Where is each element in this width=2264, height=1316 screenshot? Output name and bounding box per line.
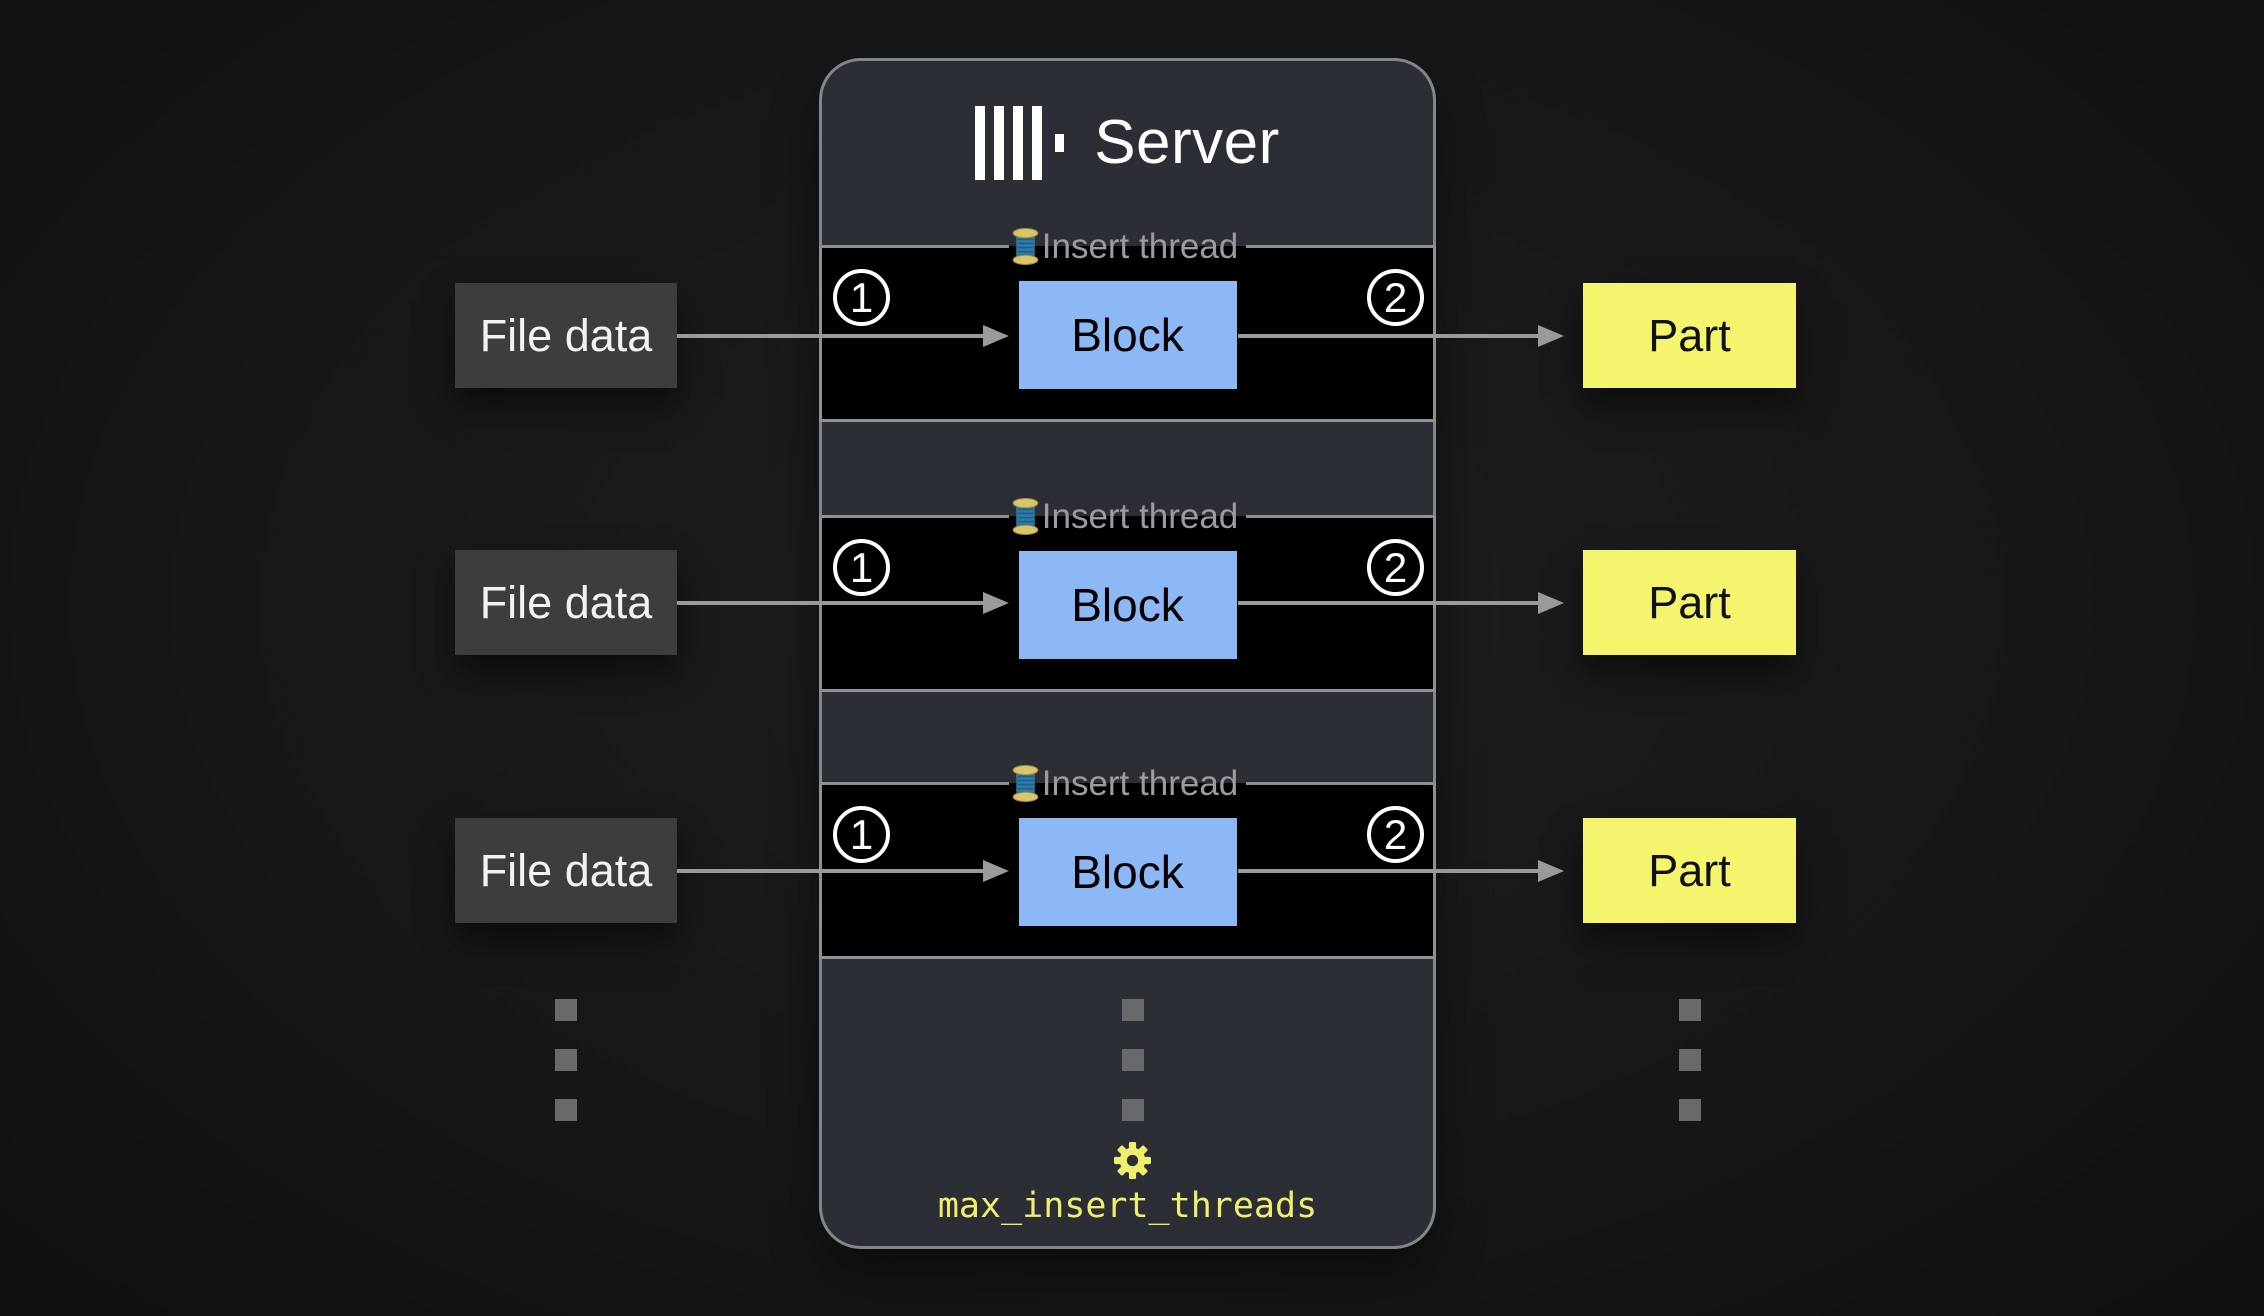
block-box: Block — [1018, 818, 1237, 926]
part-box: Part — [1583, 550, 1796, 655]
step-number: 2 — [1383, 810, 1408, 858]
step-2-badge: 2 — [1367, 806, 1424, 863]
step-number: 2 — [1383, 273, 1408, 321]
ellipsis-dot — [1679, 999, 1701, 1021]
step-number: 1 — [849, 273, 874, 321]
legend-border-line — [1246, 781, 1433, 785]
arrow-file-to-block — [677, 860, 1009, 882]
ellipsis-output-column — [1679, 999, 1701, 1121]
thread-spool-icon — [1012, 497, 1039, 535]
ellipsis-dot — [555, 999, 577, 1021]
arrow-file-to-block — [677, 325, 1009, 347]
arrow-block-to-part — [1238, 860, 1564, 882]
legend-border-line — [822, 514, 1009, 518]
insert-thread-legend: Insert thread — [822, 494, 1433, 538]
insert-thread-legend: Insert thread — [822, 761, 1433, 805]
arrow-block-to-part — [1238, 325, 1564, 347]
block-box: Block — [1018, 281, 1237, 389]
step-2-badge: 2 — [1367, 269, 1424, 326]
arrowhead-icon — [983, 325, 1009, 347]
max-insert-threads-setting: max_insert_threads — [937, 1186, 1318, 1226]
legend-border-line — [1246, 244, 1433, 248]
ellipsis-dot — [1122, 999, 1144, 1021]
legend-border-line — [1246, 514, 1433, 518]
ellipsis-thread-column — [1122, 999, 1144, 1121]
arrowhead-icon — [983, 860, 1009, 882]
insert-thread-panel-1: Insert thread 1 Block 2 — [819, 227, 1436, 422]
ellipsis-dot — [555, 1049, 577, 1071]
step-1-badge: 1 — [833, 539, 890, 596]
arrowhead-icon — [1538, 860, 1564, 882]
arrow-block-to-part — [1238, 592, 1564, 614]
arrowhead-icon — [983, 592, 1009, 614]
insert-thread-legend: Insert thread — [822, 224, 1433, 268]
insert-thread-label: Insert thread — [1041, 226, 1239, 266]
step-1-badge: 1 — [833, 269, 890, 326]
clickhouse-logo-icon — [975, 106, 1065, 180]
arrowhead-icon — [1538, 325, 1564, 347]
block-box: Block — [1018, 551, 1237, 659]
ellipsis-input-column — [555, 999, 577, 1121]
step-number: 1 — [849, 543, 874, 591]
insert-thread-label: Insert thread — [1041, 496, 1239, 536]
gear-icon — [1114, 1142, 1151, 1184]
file-data-box: File data — [455, 283, 677, 388]
step-1-badge: 1 — [833, 806, 890, 863]
step-number: 1 — [849, 810, 874, 858]
thread-spool-icon — [1012, 764, 1039, 802]
step-2-badge: 2 — [1367, 539, 1424, 596]
thread-spool-icon — [1012, 227, 1039, 265]
legend-border-line — [822, 781, 1009, 785]
part-box: Part — [1583, 818, 1796, 923]
insert-thread-label: Insert thread — [1041, 763, 1239, 803]
server-header: Server — [819, 100, 1436, 186]
ellipsis-dot — [555, 1099, 577, 1121]
ellipsis-dot — [1122, 1099, 1144, 1121]
ellipsis-dot — [1679, 1049, 1701, 1071]
step-number: 2 — [1383, 543, 1408, 591]
legend-border-line — [822, 244, 1009, 248]
ellipsis-dot — [1122, 1049, 1144, 1071]
ellipsis-dot — [1679, 1099, 1701, 1121]
file-data-box: File data — [455, 818, 677, 923]
server-title: Server — [1094, 108, 1280, 177]
file-data-box: File data — [455, 550, 677, 655]
arrowhead-icon — [1538, 592, 1564, 614]
part-box: Part — [1583, 283, 1796, 388]
arrow-file-to-block — [677, 592, 1009, 614]
